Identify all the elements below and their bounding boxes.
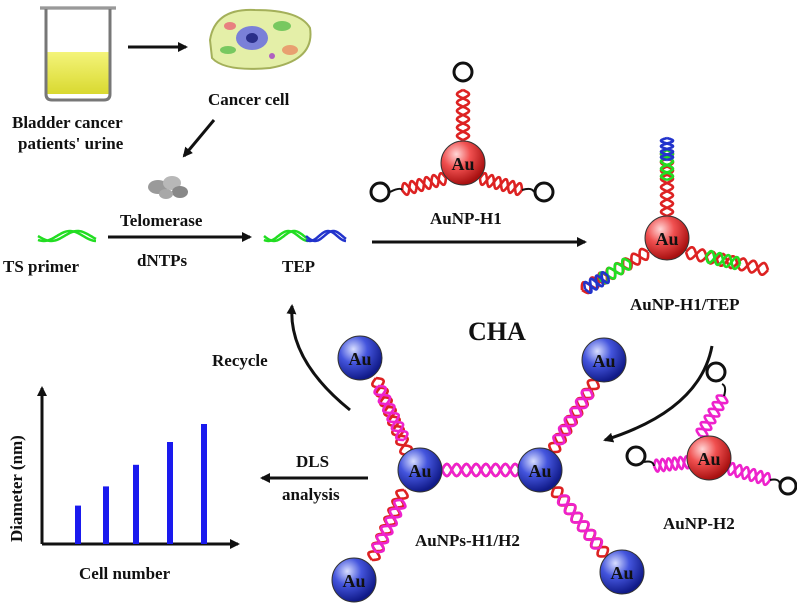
chart-bar-5 <box>201 424 207 544</box>
gold-nanoparticle: Au <box>581 337 627 383</box>
chart-bar-3 <box>133 464 139 544</box>
chart-bar-4 <box>167 442 173 544</box>
chart-ylabel: Diameter (nm) <box>7 435 26 542</box>
dna-strands <box>37 61 797 562</box>
dls-label-line2: analysis <box>282 485 340 504</box>
net-br-mag <box>556 494 604 550</box>
au-label: Au <box>348 349 371 369</box>
au-label: Au <box>655 229 678 249</box>
tep-strand-blue-strand2 <box>305 229 347 243</box>
chart-bars <box>75 424 207 544</box>
au-label: Au <box>592 351 615 371</box>
linker <box>521 187 535 193</box>
telomerase-label: Telomerase <box>120 211 203 230</box>
au-label: Au <box>610 563 633 583</box>
h2-helix-left <box>652 455 692 473</box>
net-tl-red <box>370 376 414 457</box>
au-label: Au <box>451 154 474 174</box>
h1tep-top-blue <box>659 136 675 162</box>
flow-arrows <box>108 42 714 483</box>
arrow-complex-to-h2 <box>603 345 714 443</box>
au-label: Au <box>342 571 365 591</box>
linker <box>389 187 403 193</box>
h1-helix-top <box>455 88 471 142</box>
gold-nanoparticle: Au <box>337 335 383 381</box>
arrow-cell-to-telomerase <box>182 119 216 158</box>
h1-helix-right <box>478 171 524 197</box>
tep-label: TEP <box>282 257 315 276</box>
h1tep-left-blue <box>583 271 610 294</box>
hairpin-loop <box>452 61 474 83</box>
net-bl-mag <box>371 498 407 554</box>
au-label: Au <box>528 461 551 481</box>
chart-bar-2 <box>103 486 109 544</box>
gold-nanoparticle: Au <box>644 215 690 261</box>
dls-label-line1: DLS <box>296 452 329 471</box>
gold-nanoparticle: Au <box>686 435 732 481</box>
au-label: Au <box>697 449 720 469</box>
telomerase-protein-icon <box>148 176 188 199</box>
net-center-magenta <box>440 462 522 478</box>
hairpin-loop <box>778 476 797 496</box>
linker <box>769 478 781 485</box>
h1-helix-left <box>400 171 448 197</box>
aunp-h2-label: AuNP-H2 <box>663 514 735 533</box>
beaker-icon <box>40 6 116 102</box>
dntps-label: dNTPs <box>137 251 187 270</box>
h1tep-right-green <box>704 249 742 271</box>
hairpin-loop <box>705 361 727 383</box>
aunps-h1-h2-label: AuNPs-H1/H2 <box>415 531 520 550</box>
gold-nanoparticle: Au <box>599 549 645 595</box>
cancer-cell-label: Cancer cell <box>208 90 290 109</box>
linker <box>721 383 727 397</box>
au-label: Au <box>408 461 431 481</box>
linker <box>643 460 655 467</box>
ts-primer-strand-strand2 <box>37 229 97 243</box>
chart-xlabel: Cell number <box>79 564 171 583</box>
urine-label-line1: Bladder cancer <box>12 113 123 132</box>
hairpin-loop <box>625 445 647 467</box>
chart-bar-1 <box>75 505 81 544</box>
tep-strand-green-strand2 <box>263 229 309 243</box>
h1tep-right-red <box>684 246 770 276</box>
gold-nanoparticle: Au <box>517 447 563 493</box>
recycle-label: Recycle <box>212 351 268 370</box>
aunp-h1-tep-label: AuNP-H1/TEP <box>630 295 740 314</box>
gold-nanoparticle: Au <box>331 557 377 603</box>
ts-primer-label: TS primer <box>3 257 79 276</box>
hairpin-loop <box>369 181 391 203</box>
cha-label: CHA <box>468 317 526 346</box>
hairpin-loop <box>533 181 555 203</box>
aunp-h1-label: AuNP-H1 <box>430 209 502 228</box>
urine-label-line2: patients' urine <box>18 134 124 153</box>
net-tl-mag <box>373 384 409 442</box>
h2-helix-right <box>726 461 772 487</box>
arrow-recycle <box>286 304 351 412</box>
gold-nanoparticle: Au <box>397 447 443 493</box>
h2-helix-top <box>695 394 729 438</box>
gold-nanoparticle: Au <box>440 140 486 186</box>
chart-axes <box>37 386 240 549</box>
net-tr-mag <box>552 388 594 446</box>
cancer-cell-icon <box>208 8 312 70</box>
